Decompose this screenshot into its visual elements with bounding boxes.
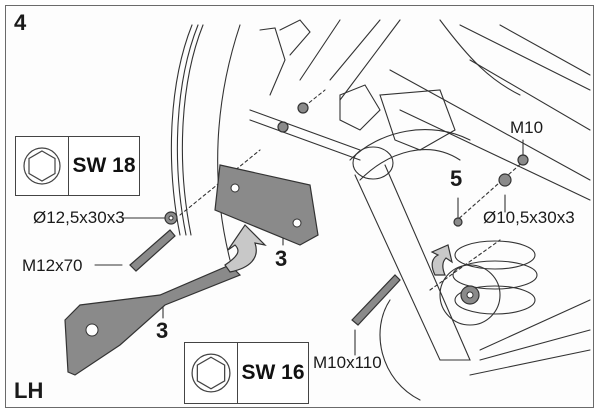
install-arrow-lower [430, 244, 453, 276]
hex-socket-icon [16, 137, 69, 195]
strut-line-upper [439, 19, 521, 96]
tool-box-sw18: SW 18 [15, 136, 140, 196]
callout-nut-right: M10 [510, 118, 544, 137]
bracket-part-3-lower [64, 264, 242, 376]
strut-pipe-bottom [359, 149, 461, 181]
nut-upper [297, 102, 309, 114]
washer-right [498, 173, 512, 187]
side-label: LH [14, 378, 44, 403]
alignment-line-right [454, 159, 526, 223]
spring-coil-2 [452, 260, 538, 290]
spring-coil-1 [454, 240, 536, 270]
callout-bolt-bottom: M10x110 [313, 353, 382, 372]
spring-coil-3 [454, 285, 536, 315]
part-number-3-upper: 3 [275, 246, 288, 271]
link-plate [379, 89, 456, 151]
part-number-3-lower: 3 [156, 318, 169, 343]
strut-pipe-end [352, 146, 394, 180]
washer-upper [277, 121, 289, 133]
sheet-metal-edge [259, 27, 286, 96]
fender-inner-curve [217, 24, 241, 261]
callout-bolt-left: M12x70 [22, 256, 83, 275]
tool-size-label: SW 16 [241, 361, 305, 384]
shock-absorber-body [354, 164, 471, 361]
tool-size-label: SW 18 [72, 154, 136, 177]
part-number-5: 5 [450, 166, 463, 191]
fender-curve-3 [181, 24, 204, 236]
fender-curve-2 [176, 24, 199, 236]
bracket-bushing [85, 323, 99, 337]
install-arrow-upper [224, 224, 267, 273]
fender-curve-1 [170, 24, 193, 236]
step-number: 4 [14, 10, 27, 35]
mount-point-5 [453, 217, 463, 227]
callout-washer-left: Ø12,5x30x3 [33, 208, 125, 227]
lower-mount-detail-circle [439, 264, 501, 326]
callout-washer-right: Ø10,5x30x3 [483, 208, 575, 227]
nut-m10 [517, 154, 529, 166]
bracket-part-3-upper [214, 164, 319, 246]
housing-box [339, 84, 381, 131]
hex-socket-icon [185, 343, 238, 403]
bolt-m12x70 [129, 229, 176, 272]
brake-disc-curve [379, 299, 421, 401]
bolt-m10x110 [351, 274, 401, 326]
tool-box-sw16: SW 16 [184, 342, 309, 404]
